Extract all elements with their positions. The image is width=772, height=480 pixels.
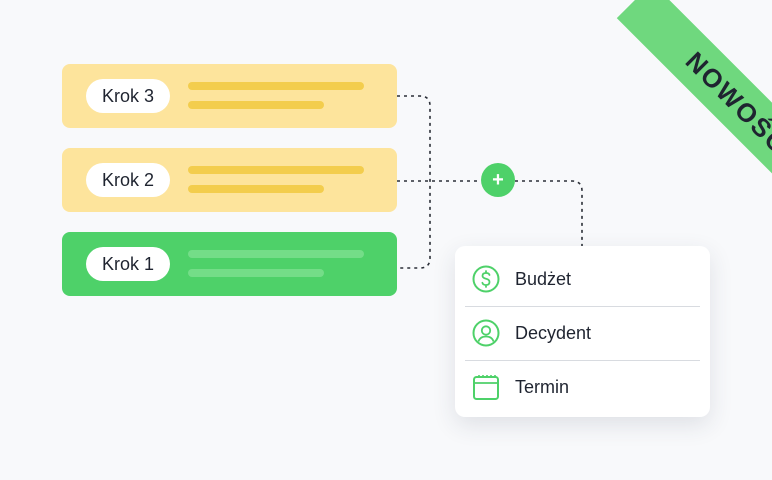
new-ribbon: NOWOŚĆ [616, 0, 772, 200]
menu-item-decision-maker[interactable]: Decydent [455, 306, 710, 360]
step-card-2[interactable]: Krok 2 [62, 148, 397, 212]
step-label: Krok 1 [86, 247, 170, 281]
step-card-3[interactable]: Krok 3 [62, 64, 397, 128]
placeholder-line [188, 166, 364, 174]
new-ribbon-container: NOWOŚĆ [552, 0, 772, 200]
step-card-1[interactable]: Krok 1 [62, 232, 397, 296]
menu-item-label: Budżet [515, 269, 572, 289]
menu-item-deadline[interactable]: Termin [455, 360, 710, 414]
dollar-icon [472, 265, 500, 293]
add-button[interactable]: + [481, 163, 515, 197]
step-label: Krok 2 [86, 163, 170, 197]
step-label: Krok 3 [86, 79, 170, 113]
calendar-icon [473, 375, 499, 400]
menu-item-label: Termin [515, 377, 570, 397]
connector-bracket [397, 95, 431, 269]
menu-item-label: Decydent [515, 323, 592, 343]
menu-divider [465, 306, 700, 307]
options-menu: Budżet Decydent Termin [455, 246, 710, 417]
user-icon [472, 319, 500, 347]
placeholder-line [188, 269, 324, 277]
menu-divider [465, 360, 700, 361]
placeholder-line [188, 101, 324, 109]
plus-icon: + [492, 169, 504, 191]
connector-to-menu [515, 180, 583, 246]
menu-item-budget[interactable]: Budżet [455, 252, 710, 306]
placeholder-line [188, 185, 324, 193]
placeholder-line [188, 250, 364, 258]
placeholder-line [188, 82, 364, 90]
